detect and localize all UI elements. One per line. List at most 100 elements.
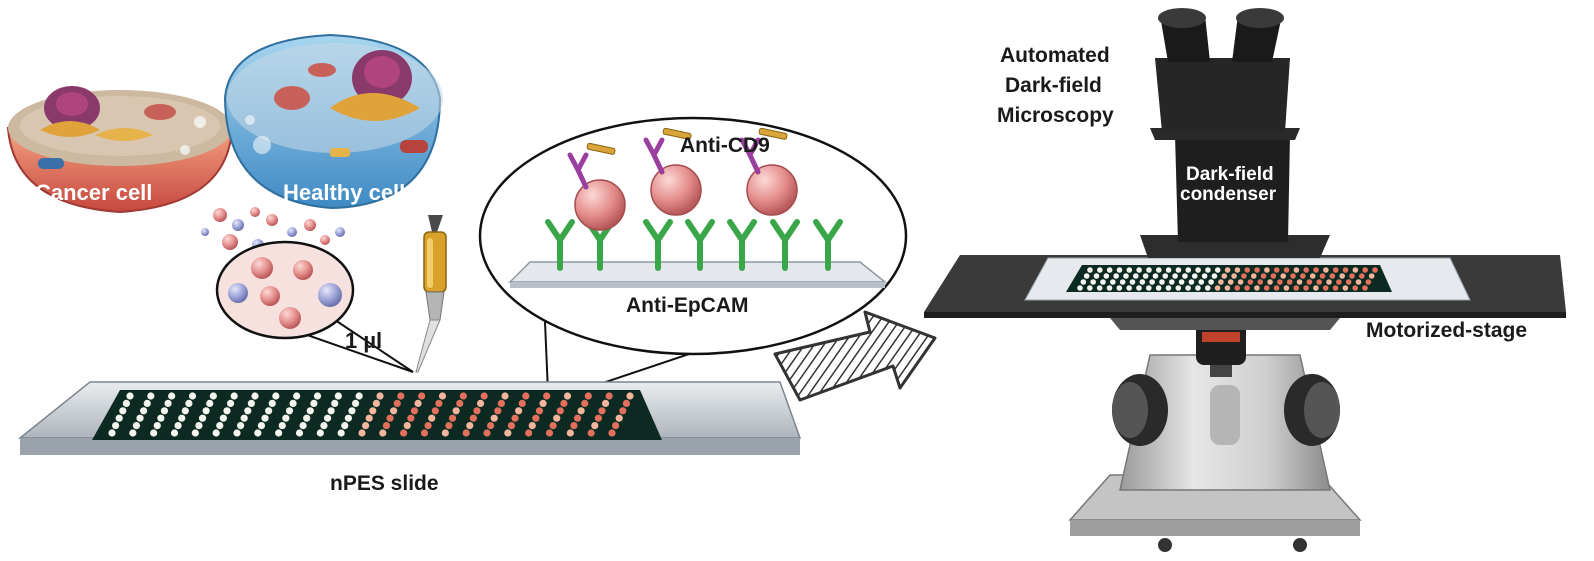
array-spot xyxy=(1214,267,1221,273)
array-spot xyxy=(441,429,449,437)
array-spot xyxy=(1250,273,1257,279)
array-spot xyxy=(365,414,373,422)
array-spot xyxy=(535,407,544,415)
array-spot xyxy=(1126,285,1132,291)
array-spot xyxy=(1316,279,1322,285)
array-spot xyxy=(1342,267,1349,273)
array-spot xyxy=(212,429,220,437)
array-spot xyxy=(1306,279,1313,285)
array-spot xyxy=(424,422,432,430)
array-spot xyxy=(1283,267,1290,273)
array-spot xyxy=(1349,273,1355,279)
array-spot xyxy=(483,429,491,437)
array-spot xyxy=(195,422,203,430)
array-spot xyxy=(303,414,311,422)
array-spot xyxy=(1283,285,1290,291)
array-spot xyxy=(306,407,314,415)
array-spot xyxy=(320,422,328,430)
array-spot xyxy=(1234,285,1241,291)
array-spot xyxy=(1319,273,1326,279)
anti-cd9-label: Anti-CD9 xyxy=(680,134,770,157)
array-spot xyxy=(1280,273,1287,279)
array-spot xyxy=(1149,279,1155,285)
array-spot xyxy=(448,414,457,422)
array-spot xyxy=(1254,267,1260,273)
cancer-cell-label: Cancer cell xyxy=(35,180,152,205)
array-spot xyxy=(143,399,151,407)
array-spot xyxy=(1116,285,1123,291)
array-spot xyxy=(1309,273,1316,279)
array-spot xyxy=(1172,273,1178,279)
array-spot xyxy=(1237,279,1244,285)
array-spot xyxy=(1208,279,1214,285)
array-spot xyxy=(1191,273,1198,279)
array-spot xyxy=(1345,279,1352,285)
array-spot xyxy=(563,392,572,400)
array-spot xyxy=(331,399,339,407)
array-spot xyxy=(295,429,304,437)
exosome-capture-group xyxy=(567,127,798,231)
capture-zoom-bubble xyxy=(478,116,908,393)
microscopy-label-line1: Automated xyxy=(1000,44,1110,67)
npes-spot-array xyxy=(108,392,634,437)
array-spot xyxy=(244,407,252,415)
array-spot xyxy=(390,407,398,415)
stage-spot-array xyxy=(1077,267,1378,291)
array-spot xyxy=(386,414,394,422)
array-spot xyxy=(191,429,199,437)
array-spot xyxy=(560,399,568,407)
condenser-label-line1: Dark-field xyxy=(1186,164,1274,185)
array-spot xyxy=(310,399,318,407)
array-spot xyxy=(410,407,419,415)
array-spot xyxy=(170,429,179,437)
anti-epcam-label: Anti-EpCAM xyxy=(626,294,748,317)
array-spot xyxy=(1106,285,1113,291)
array-spot xyxy=(1263,285,1270,291)
condenser-label-line2: condenser xyxy=(1180,184,1277,205)
array-spot xyxy=(480,392,488,400)
array-spot xyxy=(1205,267,1211,273)
array-spot xyxy=(115,414,123,422)
array-spot xyxy=(1136,285,1142,291)
array-spot xyxy=(1244,285,1250,291)
array-spot xyxy=(1097,267,1103,273)
array-spot xyxy=(549,422,557,430)
array-spot xyxy=(459,392,467,400)
array-spot xyxy=(504,429,512,437)
array-spot xyxy=(1178,279,1185,285)
array-spot xyxy=(566,429,574,437)
array-spot xyxy=(1332,267,1339,273)
array-spot xyxy=(473,407,481,415)
array-spot xyxy=(316,429,324,437)
array-spot xyxy=(515,407,523,415)
array-spot xyxy=(1277,279,1283,285)
array-spot xyxy=(1185,267,1192,273)
array-spot xyxy=(140,407,148,415)
healthy-cell-label: Healthy cell xyxy=(283,180,405,205)
array-spot xyxy=(556,407,564,415)
array-spot xyxy=(327,407,335,415)
array-spot xyxy=(1273,267,1280,273)
array-spot xyxy=(1123,273,1129,279)
array-spot xyxy=(400,429,408,437)
array-spot xyxy=(594,414,602,422)
array-spot xyxy=(1145,285,1152,291)
exosome-with-cd9 xyxy=(643,127,702,216)
microscope-icon xyxy=(924,8,1566,552)
array-spot xyxy=(570,422,578,430)
array-spot xyxy=(1106,267,1113,273)
array-spot xyxy=(160,407,169,415)
epcam-antibody xyxy=(643,219,673,271)
array-spot xyxy=(1352,285,1358,291)
array-spot xyxy=(164,399,172,407)
array-spot xyxy=(362,422,370,430)
array-spot xyxy=(219,414,227,422)
array-spot xyxy=(543,392,551,400)
array-spot xyxy=(1090,279,1096,285)
array-spot xyxy=(452,407,460,415)
array-spot xyxy=(1313,285,1319,291)
array-spot xyxy=(1175,267,1182,273)
array-spot xyxy=(1083,273,1090,279)
array-spot xyxy=(522,392,530,400)
array-spot xyxy=(615,414,623,422)
